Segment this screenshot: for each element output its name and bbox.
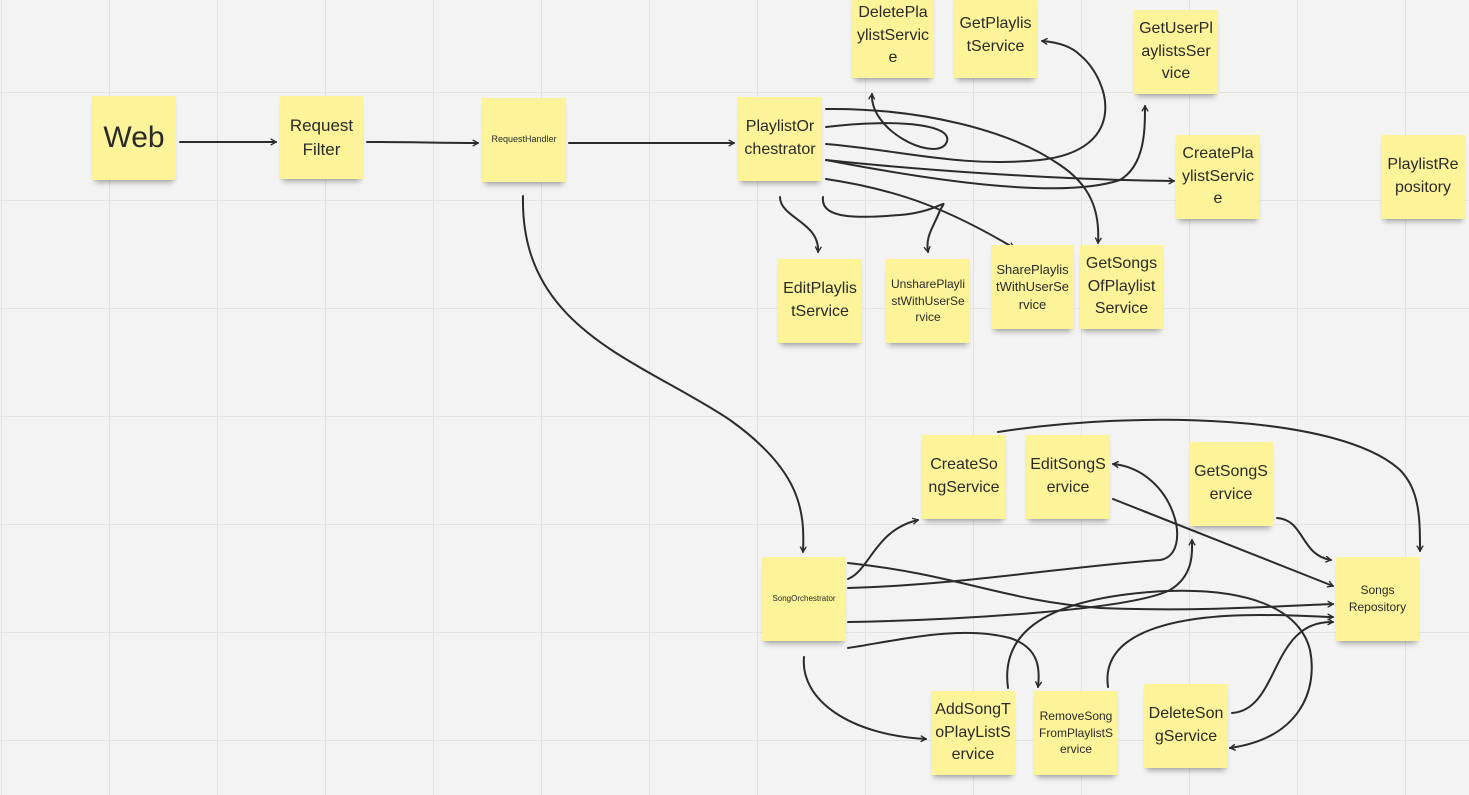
note-share-playlist-with-user-service[interactable]: SharePlaylistWithUserService xyxy=(991,245,1074,329)
connector-song-orchestrator-to-songs-repository xyxy=(847,562,1334,611)
note-create-song-service-label: CreateSongService xyxy=(928,456,1000,496)
note-request-handler-label: RequestHandler xyxy=(491,134,557,145)
note-web[interactable]: Web xyxy=(92,96,176,180)
note-delete-playlist-service[interactable]: DeletePlaylistService xyxy=(852,0,934,78)
connector-song-orchestrator-to-add-song xyxy=(802,656,927,743)
connector-playlist-orchestrator-to-edit-playlist xyxy=(779,196,822,253)
connector-request-handler-to-song-orchestrator xyxy=(521,195,807,553)
note-delete-song-service-label: DeleteSongService xyxy=(1148,705,1224,745)
note-get-user-playlists-service-label: GetUserPlaylistsService xyxy=(1139,19,1213,83)
connector-song-orchestrator-to-get-song xyxy=(847,539,1196,623)
note-get-playlist-service-label: GetPlaylistService xyxy=(959,15,1032,55)
note-songs-repository-label: Songs Repository xyxy=(1348,582,1407,614)
connector-playlist-orchestrator-to-delete-playlist xyxy=(825,93,949,150)
note-song-orchestrator[interactable]: SongOrchestrator xyxy=(762,557,846,641)
note-unshare-playlist-with-user-service[interactable]: UnsharePlaylistWithUserService xyxy=(886,259,970,343)
note-get-song-service-label: GetSongService xyxy=(1194,463,1268,503)
note-create-playlist-service-label: CreatePlaylistService xyxy=(1181,144,1254,208)
note-web-label: Web xyxy=(103,121,165,155)
connector-playlist-orchestrator-to-create-playlist xyxy=(825,159,1175,185)
note-get-songs-of-playlist-service[interactable]: GetSongsOfPlaylistService xyxy=(1080,245,1163,329)
connector-playlist-orchestrator-to-get-user-playlists xyxy=(825,105,1149,190)
note-unshare-playlist-with-user-service-label: UnsharePlaylistWithUserService xyxy=(890,276,966,325)
note-get-song-service[interactable]: GetSongService xyxy=(1189,442,1273,526)
note-create-playlist-service[interactable]: CreatePlaylistService xyxy=(1176,135,1260,219)
note-add-song-to-playlist-service[interactable]: AddSongToPlayListService xyxy=(931,691,1015,775)
note-get-playlist-service[interactable]: GetPlaylistService xyxy=(954,0,1037,78)
note-get-songs-of-playlist-service-label: GetSongsOfPlaylistService xyxy=(1085,254,1158,318)
connector-delete-song-to-songs-repository xyxy=(1231,618,1334,714)
connector-playlist-orchestrator-to-unshare-playlist xyxy=(821,196,945,253)
note-get-user-playlists-service[interactable]: GetUserPlaylistsService xyxy=(1134,10,1218,94)
note-edit-playlist-service[interactable]: EditPlaylistService xyxy=(778,259,862,343)
note-edit-playlist-service-label: EditPlaylistService xyxy=(783,280,857,320)
note-songs-repository[interactable]: Songs Repository xyxy=(1336,557,1419,641)
note-playlist-repository-label: PlaylistRepository xyxy=(1387,156,1459,196)
note-edit-song-service[interactable]: EditSongService xyxy=(1026,435,1110,519)
note-playlist-orchestrator[interactable]: PlaylistOrchestrator xyxy=(738,97,822,181)
connector-song-orchestrator-to-edit-song xyxy=(847,460,1179,589)
note-create-song-service[interactable]: CreateSongService xyxy=(922,435,1006,519)
connector-remove-song-to-songs-repository xyxy=(1106,613,1334,688)
connector-song-orchestrator-to-create-song xyxy=(847,517,919,580)
note-song-orchestrator-label: SongOrchestrator xyxy=(772,593,836,603)
note-request-filter-label: Request Filter xyxy=(289,115,354,159)
note-share-playlist-with-user-service-label: SharePlaylistWithUserService xyxy=(996,261,1069,312)
note-delete-playlist-service-label: DeletePlaylistService xyxy=(856,3,929,67)
note-remove-song-from-playlist-service[interactable]: RemoveSongFromPlaylistService xyxy=(1034,691,1118,775)
note-add-song-to-playlist-service-label: AddSongToPlayListService xyxy=(935,700,1011,764)
note-request-handler[interactable]: RequestHandler xyxy=(482,98,566,182)
connector-get-song-to-songs-repository xyxy=(1276,517,1332,563)
note-edit-song-service-label: EditSongService xyxy=(1030,456,1106,496)
connector-playlist-orchestrator-to-get-songs-of-playlist xyxy=(825,107,1102,244)
note-playlist-repository[interactable]: PlaylistRepository xyxy=(1381,135,1465,219)
note-request-filter[interactable]: Request Filter xyxy=(280,96,363,179)
note-delete-song-service[interactable]: DeleteSongService xyxy=(1144,684,1228,768)
connector-playlist-orchestrator-to-share-playlist xyxy=(825,178,1015,249)
note-playlist-orchestrator-label: PlaylistOrchestrator xyxy=(744,118,816,158)
connector-request-filter-to-request-handler xyxy=(366,139,479,147)
note-remove-song-from-playlist-service-label: RemoveSongFromPlaylistService xyxy=(1038,708,1113,757)
connector-song-orchestrator-to-remove-song xyxy=(847,631,1043,688)
